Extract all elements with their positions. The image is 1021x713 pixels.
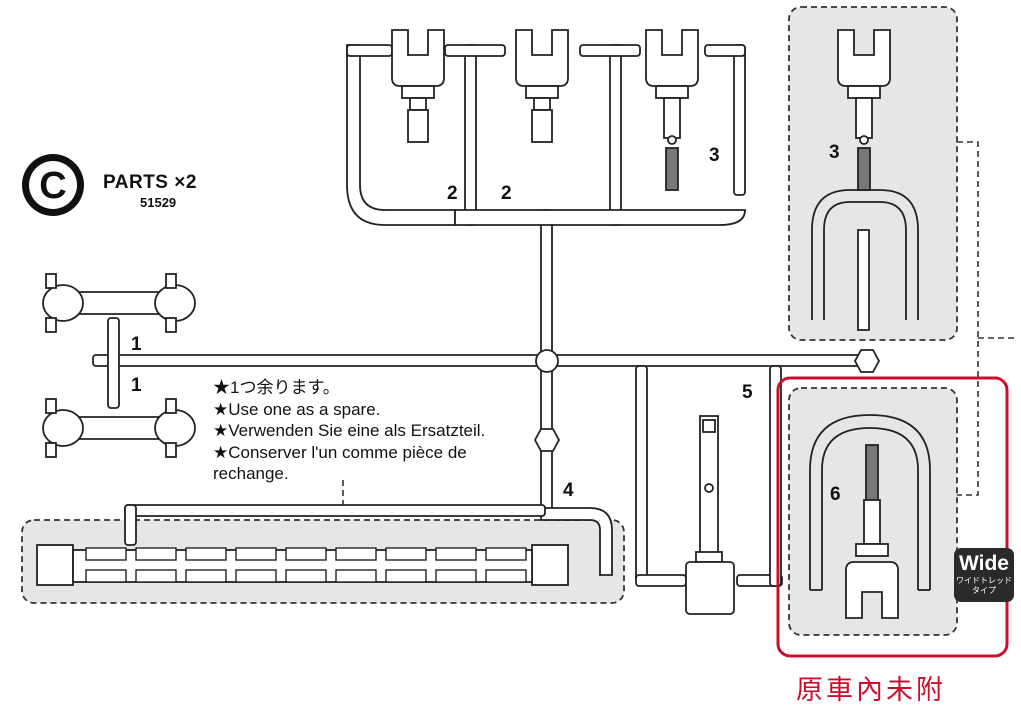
label-part-4: 4 (563, 480, 574, 501)
wide-badge-subtitle-1: ワイドトレッド (956, 576, 1012, 585)
part-5-shaft (685, 415, 735, 615)
parts-code: 51529 (140, 195, 177, 210)
parts-c-logo-icon: C (22, 154, 84, 216)
spare-note-line-fr: ★Conserver l'un comme pièce de (213, 442, 467, 462)
part-3-shaft (645, 29, 699, 191)
label-part-1-bottom: 1 (131, 375, 142, 396)
label-part-6: 6 (830, 484, 841, 505)
wide-badge-subtitle-2: タイプ (972, 586, 996, 595)
label-part-5: 5 (742, 382, 753, 403)
label-part-1-top: 1 (131, 334, 142, 355)
spare-note-line-fr-cont: rechange. (213, 464, 289, 483)
panel-part-3-spare (788, 6, 958, 341)
label-part-2-left: 2 (447, 183, 458, 204)
part-6-shaft (845, 444, 899, 619)
spare-note-line-jp: ★1つ余ります。 (213, 378, 340, 397)
wide-badge-title: Wide (959, 552, 1009, 575)
spare-note-line-de: ★Verwenden Sie eine als Ersatzteil. (213, 421, 486, 440)
part-3-shaft-spare (837, 29, 891, 191)
svg-text:C: C (39, 165, 66, 207)
runner-frame (92, 44, 874, 587)
part-1-dogbone-bottom (42, 398, 196, 458)
label-part-3: 3 (709, 145, 720, 166)
not-included-annotation: 原車內未附 (796, 675, 946, 706)
spare-note-line-en: ★Use one as a spare. (213, 399, 381, 419)
label-part-2-right: 2 (501, 183, 512, 204)
wide-tread-badge: Wide ワイドトレッド タイプ (954, 548, 1014, 602)
part-1-dogbone-top (42, 273, 196, 333)
part-6-frame (809, 414, 931, 591)
label-part-3-spare: 3 (829, 142, 840, 163)
part-2-cup-right (515, 29, 569, 143)
spare-note: ★1つ余ります。 ★Use one as a spare. ★Verwenden… (213, 377, 543, 485)
not-included-highlight (776, 376, 1009, 658)
part-2-cup-left (391, 29, 445, 143)
parts-title: PARTS ×2 (103, 172, 197, 193)
